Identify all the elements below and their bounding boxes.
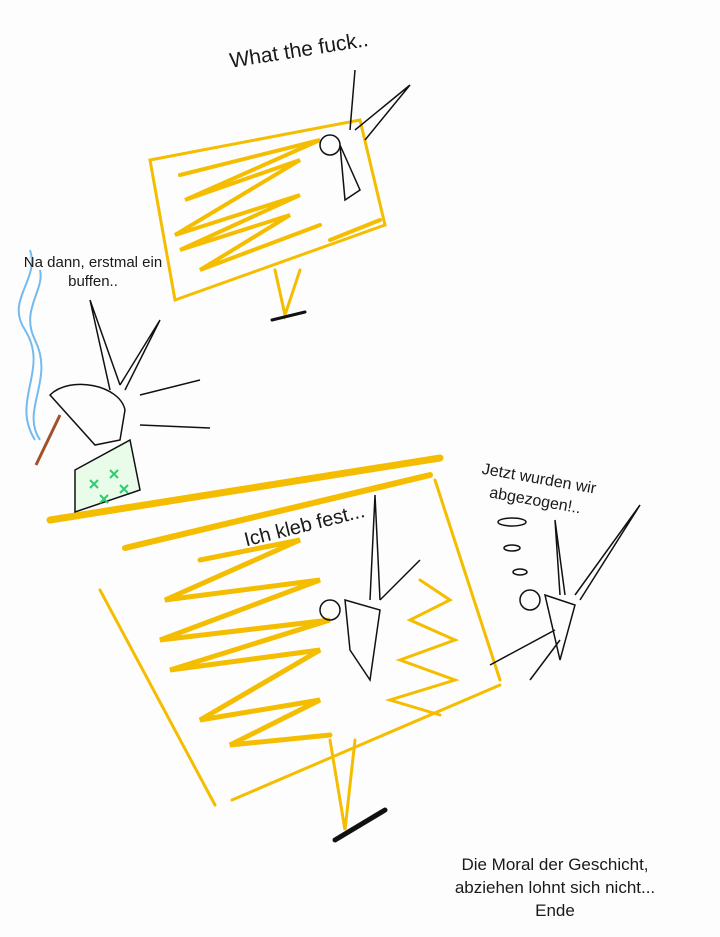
flypaper-top [148, 118, 387, 322]
flypaper-bottom [46, 454, 502, 843]
ending-caption: Die Moral der Geschicht, abziehen lohnt … [454, 855, 656, 920]
mosquito-stuck [319, 494, 421, 683]
speech-buffen: Na dann, erstmal ein buffen.. [23, 254, 163, 290]
mosquito-top [319, 69, 411, 202]
weed-bag-icon [74, 438, 141, 514]
mosquito-flying [489, 504, 641, 681]
mosquito-smoking [34, 299, 211, 466]
weed-leaves [89, 469, 129, 504]
smoke-icon [17, 249, 43, 441]
